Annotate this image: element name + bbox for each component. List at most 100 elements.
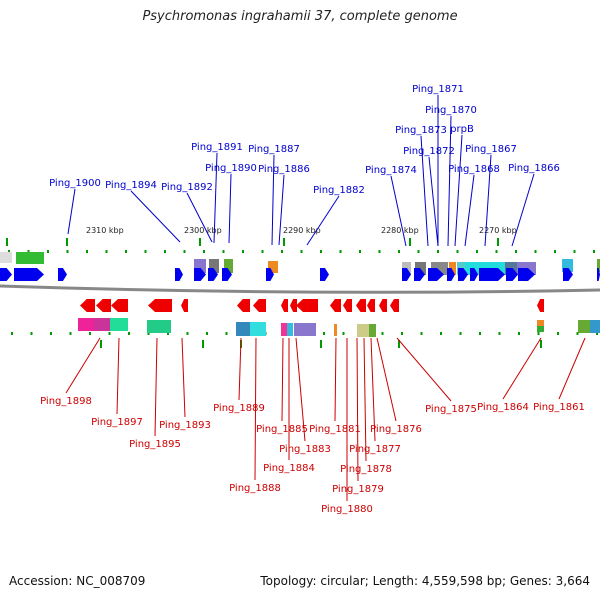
- gene-feature-box: [224, 259, 233, 273]
- scale-dot: [147, 332, 150, 335]
- scale-dot: [401, 332, 403, 335]
- leader-line: [502, 337, 542, 400]
- scale-dot: [89, 332, 91, 335]
- scale-dot: [8, 250, 10, 253]
- leader-line: [278, 174, 285, 246]
- reverse-leader-lines: [65, 337, 586, 501]
- reverse-feature-boxes: [78, 318, 600, 337]
- forward-gene-arrow: [597, 268, 600, 281]
- leader-line: [428, 156, 439, 247]
- leader-line: [254, 337, 257, 481]
- gene-feature-box: [287, 323, 293, 336]
- scale-dot: [381, 332, 384, 335]
- genome-backbone: [0, 284, 600, 294]
- forward-gene-arrow: [208, 268, 218, 281]
- leader-line: [363, 337, 367, 462]
- forward-gene-arrow: [194, 268, 206, 281]
- leader-line: [295, 337, 306, 442]
- scale-dot: [479, 332, 481, 335]
- leader-line: [511, 173, 535, 247]
- major-tick: [497, 238, 499, 246]
- scale-dot: [323, 332, 325, 335]
- forward-gene-arrow: [58, 268, 67, 281]
- scale-dot: [261, 250, 264, 253]
- scale-dot: [144, 250, 147, 253]
- gene-feature-box: [250, 322, 266, 336]
- forward-gene-label: Ping_1867: [465, 144, 517, 155]
- gene-feature-box: [590, 320, 600, 333]
- scale-dot: [281, 250, 283, 253]
- gene-feature-box: [357, 324, 369, 337]
- reverse-gene-arrow: [148, 299, 172, 312]
- gene-feature-box: [78, 318, 94, 331]
- forward-gene-label: prpB: [450, 124, 474, 135]
- scale-dot: [593, 250, 595, 253]
- gene-feature-box: [578, 320, 590, 333]
- reverse-gene-arrow: [281, 299, 288, 312]
- gene-feature-box: [334, 324, 337, 336]
- gene-feature-box: [562, 259, 573, 272]
- scale-dot: [128, 332, 130, 335]
- leader-line: [464, 174, 475, 247]
- leader-line: [238, 337, 242, 401]
- scale-tick-label: 2310 kbp: [86, 226, 124, 235]
- major-tick: [100, 340, 102, 348]
- reverse-gene-arrow: [356, 299, 366, 312]
- leader-line: [420, 135, 429, 247]
- reverse-gene-label: Ping_1889: [213, 403, 265, 414]
- forward-gene-arrow: [0, 268, 12, 281]
- forward-gene-arrow: [428, 268, 444, 281]
- scale-dot: [86, 250, 88, 253]
- accession-text: Accession: NC_008709: [9, 574, 146, 588]
- leader-line: [213, 152, 218, 244]
- reverse-gene-arrow: [237, 299, 250, 312]
- scale-dot: [69, 332, 72, 335]
- scale-dot: [518, 332, 520, 335]
- scale-dot: [164, 250, 166, 253]
- gene-feature-box: [294, 323, 316, 336]
- scale-dot: [557, 332, 559, 335]
- leader-line: [454, 134, 463, 247]
- reverse-gene-arrow: [296, 299, 318, 312]
- forward-gene-arrow: [479, 268, 505, 281]
- gene-feature-box: [537, 326, 544, 332]
- major-tick: [66, 238, 68, 246]
- reverse-gene-arrow: [367, 299, 375, 312]
- reverse-gene-arrow: [343, 299, 352, 312]
- major-tick: [398, 340, 400, 348]
- scale-dot: [498, 332, 501, 335]
- forward-gene-arrow: [14, 268, 44, 281]
- gene-feature-box: [94, 318, 110, 331]
- gene-feature-box: [268, 261, 278, 273]
- forward-gene-arrow: [458, 268, 468, 281]
- forward-gene-label: Ping_1887: [248, 144, 300, 155]
- forward-gene-arrow: [175, 268, 183, 281]
- scale-dot: [537, 332, 540, 335]
- leader-line: [396, 337, 452, 402]
- forward-gene-label: Ping_1866: [508, 163, 560, 174]
- leader-line: [271, 154, 275, 246]
- scale-dot: [495, 250, 498, 253]
- scale-dot: [342, 332, 345, 335]
- reverse-gene-label: Ping_1879: [332, 484, 384, 495]
- forward-gene-arrow: [320, 268, 329, 281]
- gene-feature-box: [16, 252, 44, 264]
- reverse-gene-label: Ping_1893: [159, 420, 211, 431]
- scale-tick-label: 2290 kbp: [283, 226, 321, 235]
- leader-line: [390, 175, 407, 247]
- scale-dot: [417, 250, 420, 253]
- scale-tick-label: 2300 kbp: [184, 226, 222, 235]
- reverse-gene-label: Ping_1880: [321, 504, 373, 515]
- reverse-gene-label: Ping_1861: [533, 402, 585, 413]
- major-tick: [320, 340, 322, 348]
- scale-dot: [320, 250, 322, 253]
- reverse-gene-label: Ping_1878: [340, 464, 392, 475]
- scale-tick-label: 2280 kbp: [381, 226, 419, 235]
- major-tick: [6, 238, 8, 246]
- scale-dot: [167, 332, 169, 335]
- scale-dot: [183, 250, 186, 253]
- gene-feature-box: [209, 259, 219, 273]
- reverse-gene-label: Ping_1897: [91, 417, 143, 428]
- reverse-gene-arrow: [390, 299, 399, 312]
- scale-dot: [66, 250, 69, 253]
